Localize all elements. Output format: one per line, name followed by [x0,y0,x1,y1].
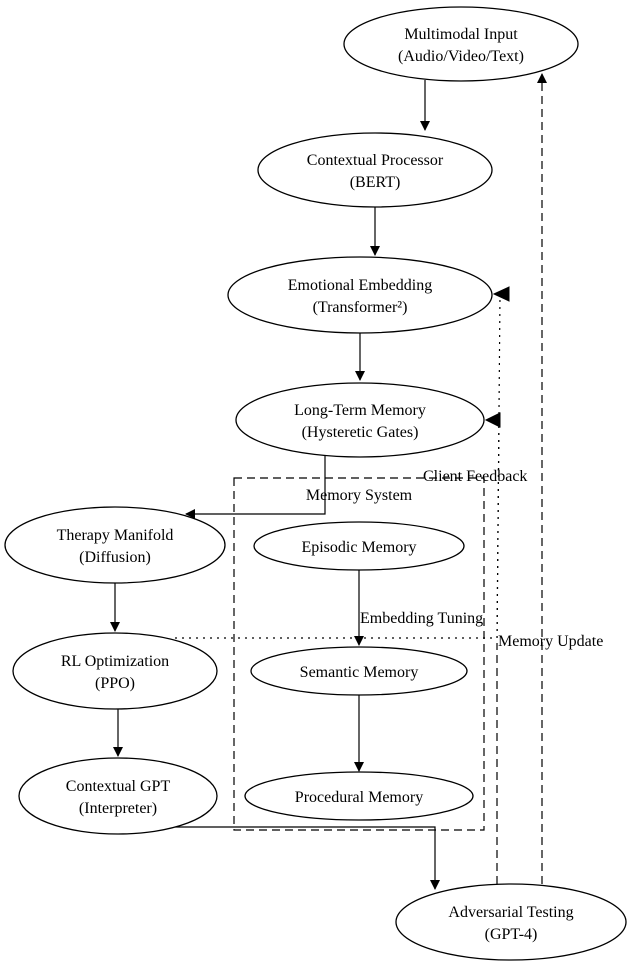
embedding-tuning-label: Embedding Tuning [360,610,483,627]
node-rl-optimization-line2: (PPO) [95,675,135,692]
node-multimodal-input-line2: (Audio/Video/Text) [398,48,524,65]
node-adversarial-testing-line1: Adversarial Testing [448,904,573,921]
node-adversarial-testing: Adversarial Testing (GPT-4) [395,883,627,961]
node-procedural-memory-line1: Procedural Memory [295,789,423,806]
node-rl-optimization-line1: RL Optimization [61,653,169,670]
node-contextual-processor: Contextual Processor (BERT) [257,132,493,208]
node-semantic-memory-line1: Semantic Memory [300,664,419,681]
node-emotional-embedding-line1: Emotional Embedding [288,277,432,294]
node-emotional-embedding: Emotional Embedding (Transformer²) [227,256,493,334]
node-long-term-memory-line1: Long-Term Memory [294,402,426,419]
node-contextual-processor-line2: (BERT) [350,174,401,191]
memory-system-cluster [233,477,485,831]
node-contextual-processor-line1: Contextual Processor [307,152,444,169]
node-therapy-manifold-line1: Therapy Manifold [57,527,174,544]
node-rl-optimization: RL Optimization (PPO) [12,632,218,710]
node-semantic-memory: Semantic Memory [250,646,468,696]
node-long-term-memory-line2: (Hysteretic Gates) [302,424,419,441]
edge-client-feedback-arrow [492,286,510,302]
memory-update-label: Memory Update [498,633,603,650]
node-contextual-gpt: Contextual GPT (Interpreter) [18,757,218,835]
node-contextual-gpt-line2: (Interpreter) [79,800,157,817]
edge-memory-to-manifold [185,456,326,519]
node-multimodal-input-line1: Multimodal Input [404,26,518,43]
edge-gpt-to-adversarial [175,826,440,890]
node-episodic-memory: Episodic Memory [253,521,465,571]
node-contextual-gpt-line1: Contextual GPT [66,778,171,795]
node-emotional-embedding-line2: (Transformer²) [313,299,408,316]
client-feedback-label: Client Feedback [423,468,527,485]
edge-memory-update [175,419,500,639]
node-episodic-memory-line1: Episodic Memory [301,539,416,556]
node-therapy-manifold: Therapy Manifold (Diffusion) [4,506,226,584]
edge-memory-update-arrow [484,412,501,428]
node-procedural-memory: Procedural Memory [244,771,474,821]
node-adversarial-testing-line2: (GPT-4) [485,926,538,943]
node-therapy-manifold-line2: (Diffusion) [79,549,151,566]
memory-system-title: Memory System [306,487,413,504]
node-long-term-memory: Long-Term Memory (Hysteretic Gates) [235,382,485,458]
node-multimodal-input: Multimodal Input (Audio/Video/Text) [343,6,579,82]
